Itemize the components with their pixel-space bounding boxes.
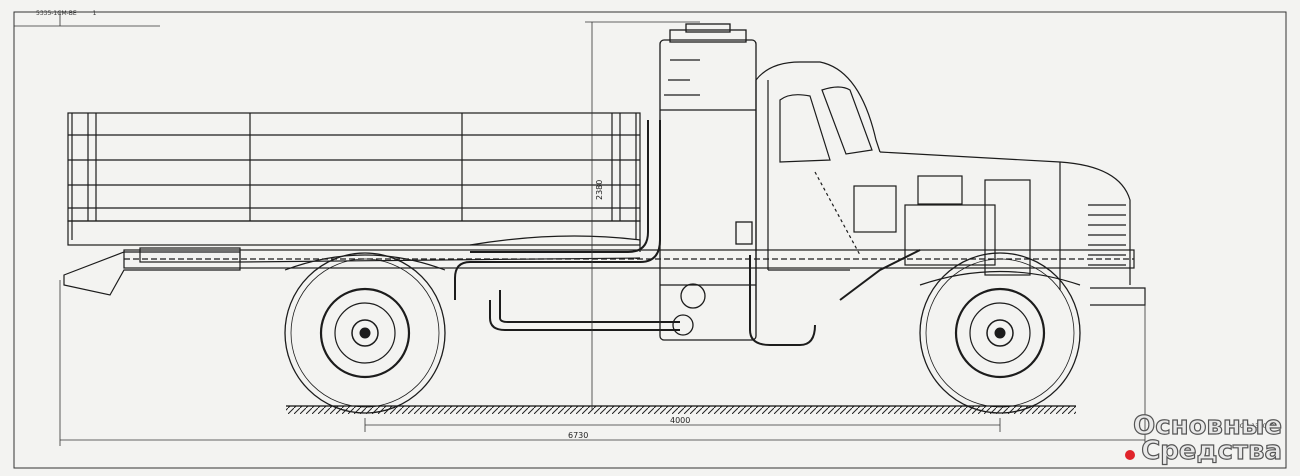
- front-wheel: [919, 252, 1081, 414]
- watermark-line2: Средства: [1141, 436, 1283, 466]
- watermark-dot-icon: [1125, 449, 1136, 460]
- hood-engine: [879, 151, 1146, 306]
- overall-length-dimension: 6730: [568, 431, 588, 440]
- gas-generator: [659, 23, 757, 341]
- sheet-number: 1: [92, 10, 97, 17]
- drawing-number: ЗСМ-1390000: [1235, 423, 1278, 430]
- watermark: Основные Средства: [1125, 411, 1283, 466]
- exhaust-pipes: [454, 120, 921, 346]
- drawing-frame: [13, 11, 1287, 469]
- chassis-frame: [123, 235, 1135, 269]
- cab: [755, 61, 897, 300]
- drawing-code: 5335-1СМ-ВЕ: [36, 10, 77, 17]
- height-dimension: 2380: [595, 180, 604, 200]
- watermark-line1: Основные: [1132, 411, 1282, 441]
- ground-line: [286, 406, 1076, 414]
- wheelbase-dimension: 4000: [670, 416, 690, 425]
- rear-wheel: [284, 252, 446, 414]
- cargo-body: [63, 112, 641, 296]
- title-block-stamp: 5335-1СМ-ВЕ 1: [36, 10, 96, 17]
- dimension-lines: [59, 21, 1146, 446]
